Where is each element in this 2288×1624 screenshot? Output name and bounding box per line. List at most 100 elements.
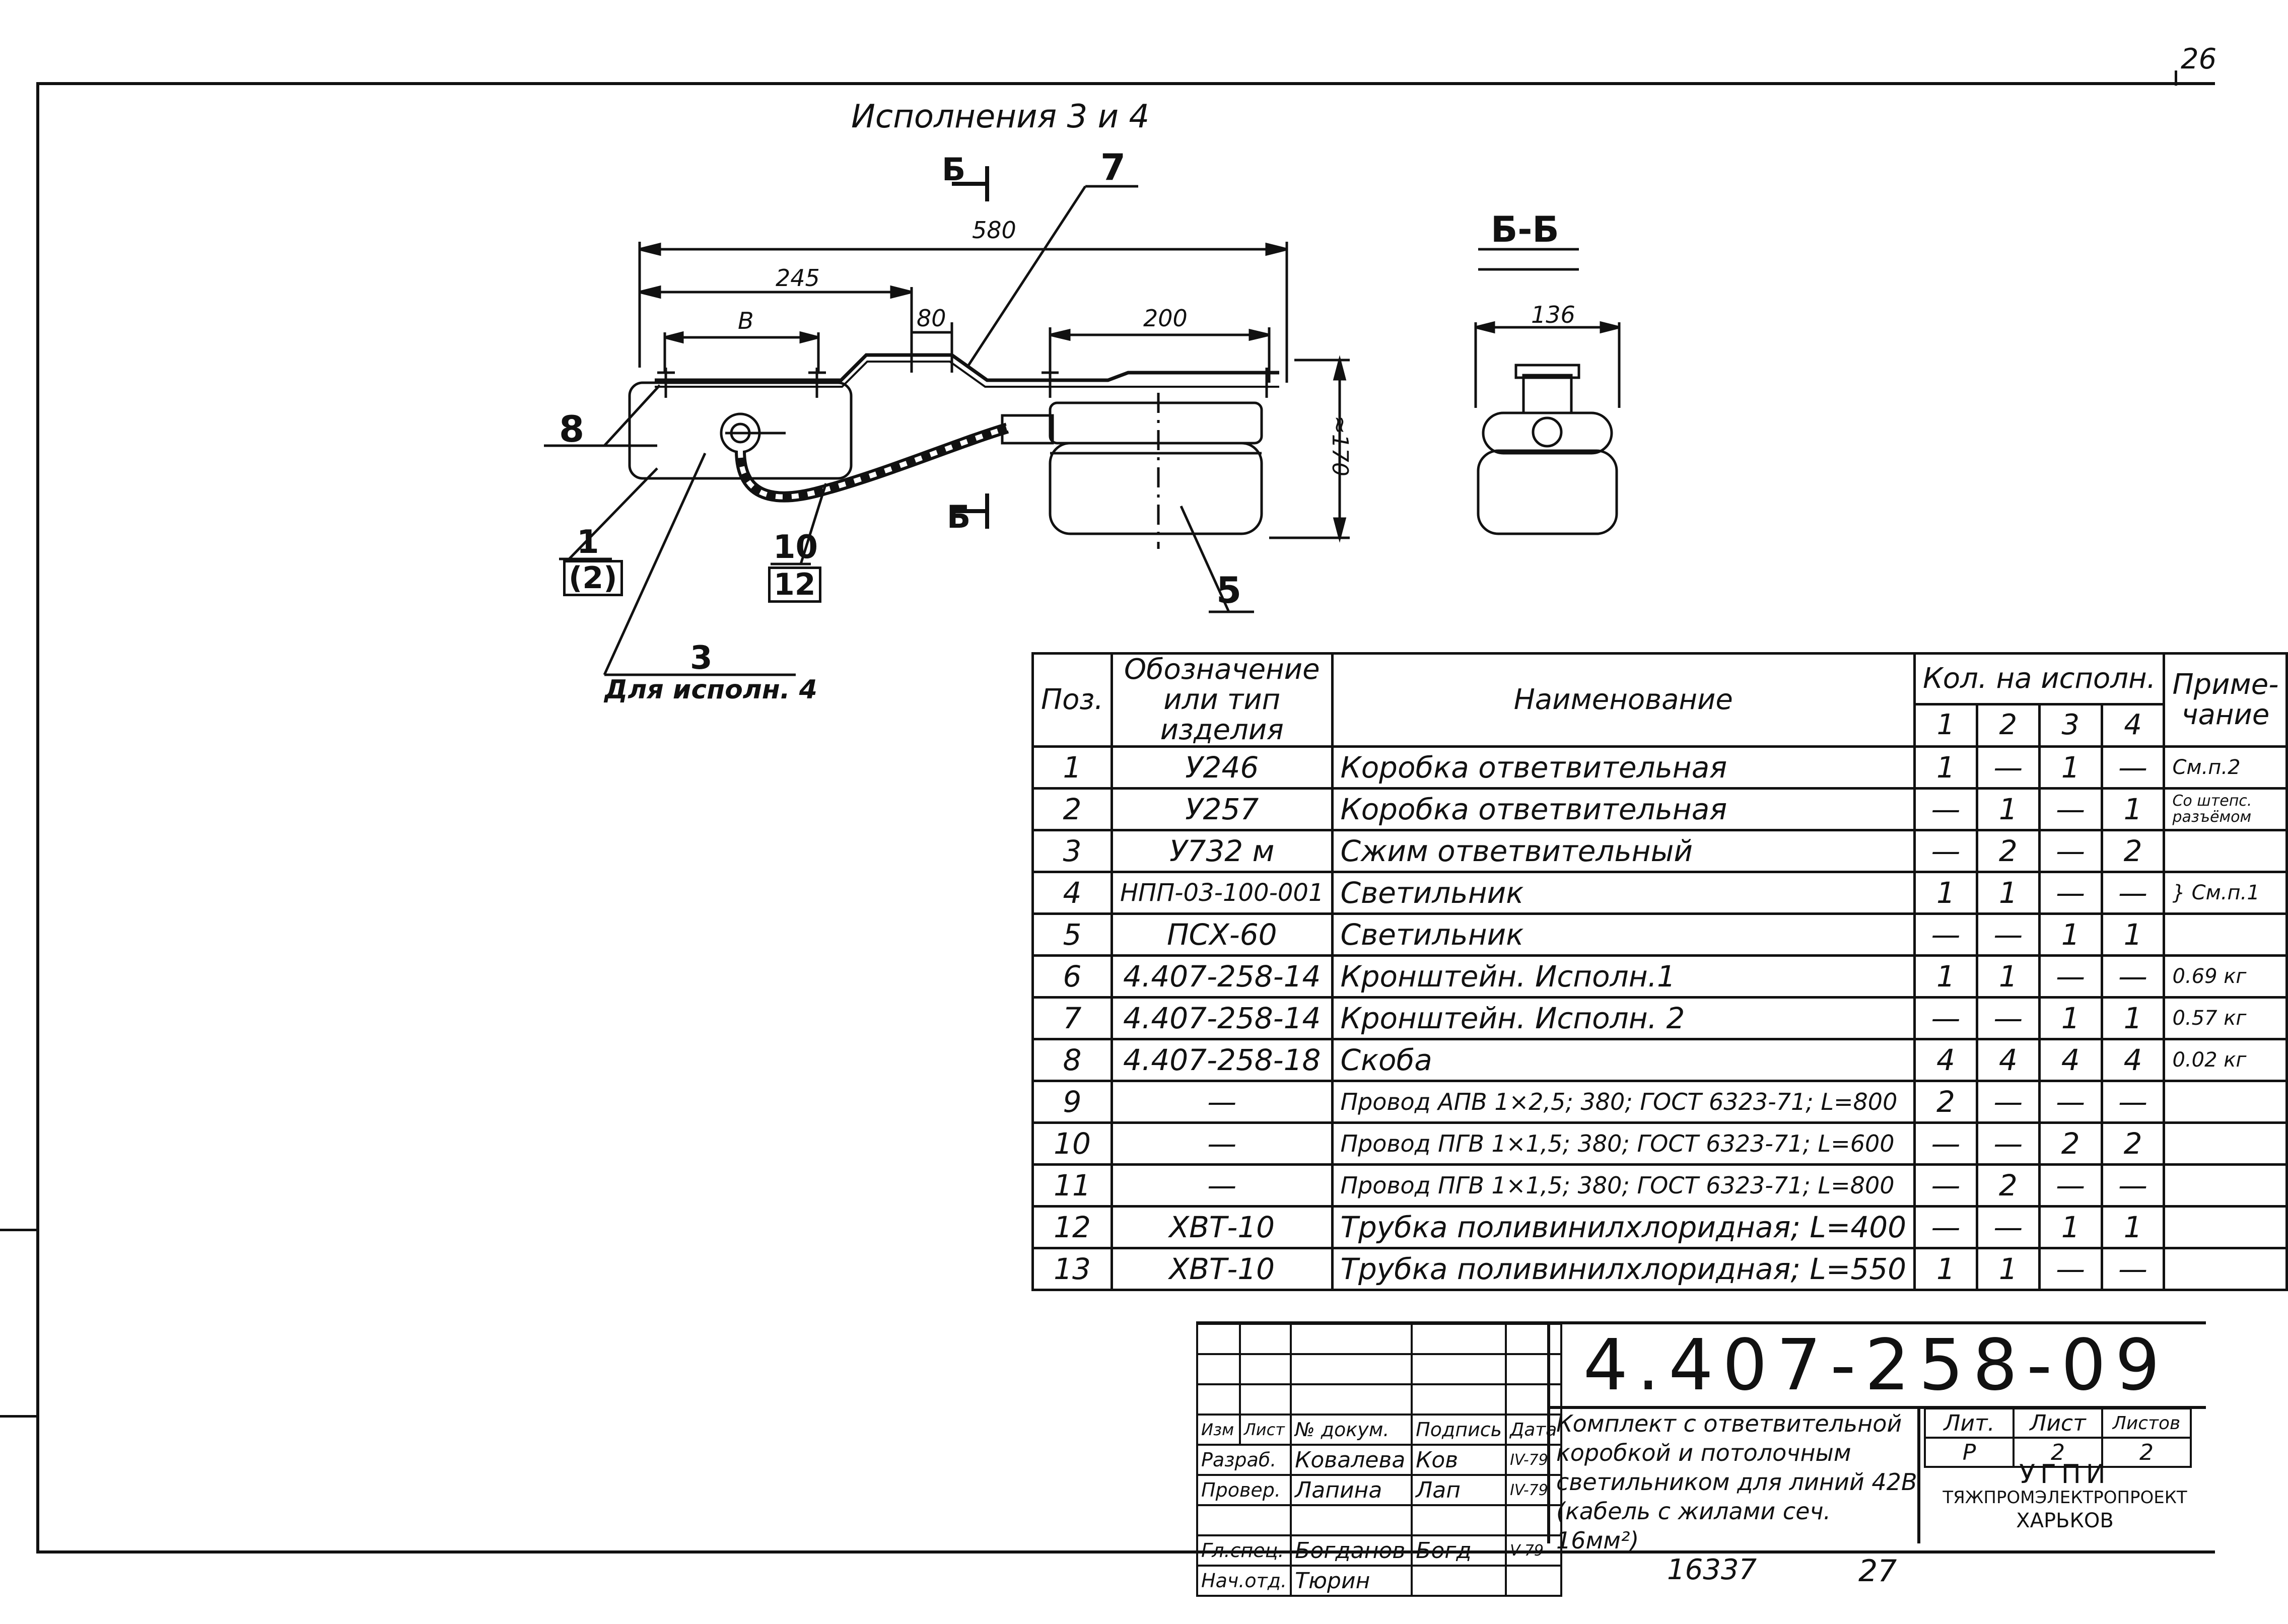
cell-q2: — — [1975, 1080, 2041, 1124]
cell-q1: — — [1913, 1205, 1978, 1249]
callout-8: 8 — [559, 408, 585, 450]
sheet-label: Лист — [2013, 1407, 2103, 1439]
cell-note — [2163, 1121, 2288, 1166]
table-row: 12 ХВТ-10 Трубка поливинилхлоридная; L=4… — [1031, 1205, 2288, 1249]
lit-value: Р — [1924, 1437, 2015, 1468]
cell-des: 4.407-258-18 — [1110, 1038, 1334, 1082]
table-row: 13 ХВТ-10 Трубка поливинилхлоридная; L=5… — [1031, 1247, 2288, 1291]
cell-pos: 10 — [1031, 1121, 1113, 1166]
hdr-date: Дата — [1505, 1414, 1563, 1446]
table-row: 8 4.407-258-18 Скоба 4 4 4 4 0.02 кг — [1031, 1038, 2288, 1082]
sheets-value: 2 — [2101, 1437, 2192, 1468]
cell-name: Сжим ответвительный — [1331, 829, 1916, 873]
dimension-overall — [638, 242, 1288, 383]
cell-q2: — — [1975, 912, 2041, 957]
cell-name: Провод АПВ 1×2,5; 380; ГОСТ 6323-71; L=8… — [1331, 1080, 1916, 1124]
cell-q3: 4 — [2038, 1038, 2103, 1082]
cell-q1: — — [1913, 787, 1978, 831]
table-row: 7 4.407-258-14 Кронштейн. Исполн. 2 — — … — [1031, 996, 2288, 1040]
cell-note — [2163, 1163, 2288, 1208]
table-row: 10 — Провод ПГВ 1×1,5; 380; ГОСТ 6323-71… — [1031, 1121, 2288, 1166]
cell-note — [2163, 1205, 2288, 1249]
cell-pos: 4 — [1031, 871, 1113, 915]
role-checker: Провер. — [1196, 1474, 1292, 1506]
dim-section-width-label: 136 — [1531, 301, 1575, 328]
cell-q4: — — [2100, 1247, 2166, 1291]
dimension-left — [639, 285, 913, 373]
cell-des: — — [1110, 1163, 1334, 1208]
cell-q2: 1 — [1975, 954, 2041, 999]
header-designation: Обозначение или тип изделия — [1110, 652, 1334, 748]
section-cut — [952, 166, 989, 529]
cell-q2: — — [1975, 745, 2041, 790]
dimension-height — [1269, 355, 1350, 543]
callout-10: 10 — [773, 529, 818, 566]
dim-b-label: B — [738, 307, 754, 334]
hdr-list: Лист — [1238, 1414, 1292, 1446]
header-qty: Кол. на исполн. — [1913, 652, 2166, 705]
dimension-gap — [912, 322, 953, 373]
cell-q3: — — [2038, 1080, 2103, 1124]
date-checker: IV-79 — [1505, 1474, 1563, 1506]
header-v4: 4 — [2100, 702, 2166, 748]
dimension-b — [663, 331, 820, 373]
specification-table: Поз. Обозначение или тип изделия Наимено… — [1031, 652, 2288, 1291]
cell-pos: 7 — [1031, 996, 1113, 1040]
cell-q2: — — [1975, 1121, 2041, 1166]
cell-q4: — — [2100, 745, 2166, 790]
footer-page: 27 — [1858, 1554, 1897, 1589]
cell-q3: — — [2038, 954, 2103, 999]
cable — [735, 422, 1009, 503]
cell-note — [2163, 1247, 2288, 1291]
header-v3: 3 — [2038, 702, 2103, 748]
cell-q1: — — [1913, 1163, 1978, 1208]
cell-q3: — — [2038, 829, 2103, 873]
cell-note: См.п.2 — [2163, 745, 2288, 790]
dim-gap-label: 80 — [917, 305, 946, 332]
org-line-3: ХАРЬКОВ — [2016, 1509, 2114, 1532]
cell-q4: — — [2100, 1163, 2166, 1208]
callout-12: 12 — [768, 567, 821, 603]
leader-1 — [568, 467, 658, 560]
cell-q3: 1 — [2038, 745, 2103, 790]
document-description: Комплект с ответвительной коробкой и пот… — [1556, 1410, 1917, 1554]
cell-note: } См.п.1 — [2163, 871, 2288, 915]
lamp-base — [1049, 401, 1263, 445]
cell-q3: 2 — [2038, 1121, 2103, 1166]
dim-overall-label: 580 — [972, 217, 1016, 244]
cell-q4: 1 — [2100, 996, 2166, 1040]
name-head-dept: Тюрин — [1290, 1565, 1413, 1597]
hdr-sign: Подпись — [1411, 1414, 1507, 1446]
lamp-shade — [1049, 442, 1263, 535]
cell-des: ХВТ-10 — [1110, 1205, 1334, 1249]
frame-top-stub — [2175, 70, 2177, 86]
org-line-2: ТЯЖПРОМЭЛЕКТРОПРОЕКТ — [1943, 1488, 2187, 1508]
cell-name: Кронштейн. Исполн. 2 — [1331, 996, 1916, 1040]
header-v1: 1 — [1913, 702, 1978, 748]
section-marker-bottom: Б — [947, 499, 971, 535]
cell-q1: 1 — [1913, 871, 1978, 915]
cell-name: Светильник — [1331, 912, 1916, 957]
cell-name: Трубка поливинилхлоридная; L=550 — [1331, 1247, 1916, 1291]
date-head-dept — [1505, 1565, 1563, 1597]
margin-tick-2 — [0, 1415, 36, 1418]
bracket — [655, 353, 1279, 382]
cell-q1: 1 — [1913, 954, 1978, 999]
dim-height-label: ≈170 — [1327, 415, 1353, 476]
sheets-label: Листов — [2101, 1407, 2192, 1439]
page-number: 26 — [2181, 43, 2217, 76]
cell-q2: — — [1975, 1205, 2041, 1249]
table-row: 5 ПСХ-60 Светильник — — 1 1 — [1031, 912, 2288, 957]
header-v2: 2 — [1975, 702, 2041, 748]
cell-pos: 8 — [1031, 1038, 1113, 1082]
callout-5: 5 — [1216, 569, 1242, 611]
cell-note: Со штепс. разъёмом — [2163, 787, 2288, 831]
cell-q3: 1 — [2038, 912, 2103, 957]
cell-q3: — — [2038, 871, 2103, 915]
cell-des: — — [1110, 1080, 1334, 1124]
cell-q3: 1 — [2038, 1205, 2103, 1249]
cell-pos: 9 — [1031, 1080, 1113, 1124]
cell-pos: 13 — [1031, 1247, 1113, 1291]
leader-5 — [1180, 505, 1230, 613]
cell-note — [2163, 1080, 2288, 1124]
